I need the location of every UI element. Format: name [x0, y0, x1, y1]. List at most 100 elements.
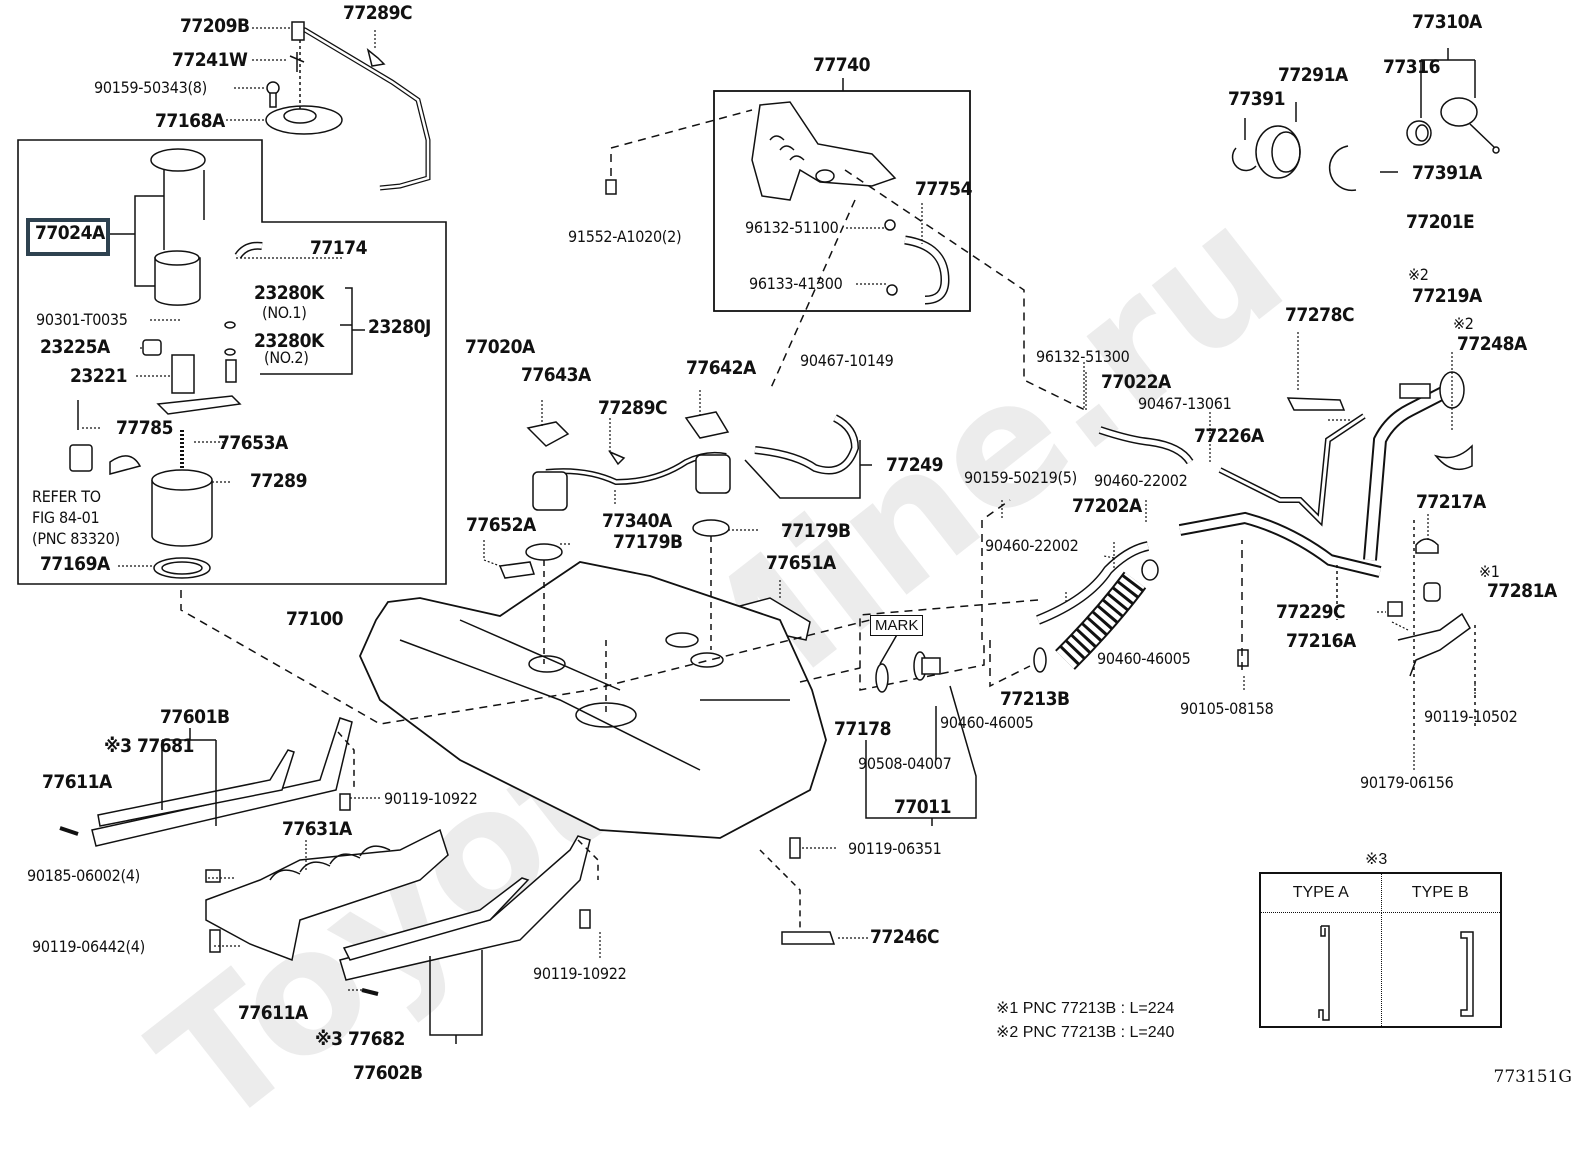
part-77024A[interactable]: 77024A: [35, 222, 105, 244]
part-90467-13061[interactable]: 90467-13061: [1138, 394, 1232, 413]
part-77391[interactable]: 77391: [1228, 88, 1285, 110]
pipe-77011: [913, 651, 941, 681]
part-90119-10922-upper[interactable]: 90119-10922: [384, 789, 478, 808]
part-77310A[interactable]: 77310A: [1412, 11, 1482, 33]
refer-text-line1: REFER TO: [32, 487, 101, 506]
part-96132-51100[interactable]: 96132-51100: [745, 218, 839, 237]
parts-drawing: [17, 21, 1500, 1044]
part-90179-06156[interactable]: 90179-06156: [1360, 773, 1454, 792]
part-23221[interactable]: 23221: [70, 365, 127, 387]
protector-77248A: [1399, 383, 1473, 471]
part-23225A[interactable]: 23225A: [40, 336, 110, 358]
part-77213B[interactable]: 77213B: [1000, 688, 1070, 710]
part-23280J[interactable]: 23280J: [368, 316, 431, 338]
part-90105-08158[interactable]: 90105-08158: [1180, 699, 1274, 718]
part-77740[interactable]: 77740: [813, 54, 870, 76]
part-77229C[interactable]: 77229C: [1276, 601, 1346, 623]
part-77289C-mid[interactable]: 77289C: [598, 397, 668, 419]
part-77754[interactable]: 77754: [915, 178, 972, 200]
part-77602B[interactable]: 77602B: [353, 1062, 423, 1084]
clamp-90460-46005: [1033, 559, 1159, 673]
part-77020A[interactable]: 77020A: [465, 336, 535, 358]
part-77179B-right[interactable]: 77179B: [781, 520, 851, 542]
part-90119-10502[interactable]: 90119-10502: [1424, 707, 1518, 726]
part-77643A[interactable]: 77643A: [521, 364, 591, 386]
part-77631A[interactable]: 77631A: [282, 818, 352, 840]
part-77291A[interactable]: 77291A: [1278, 64, 1348, 86]
part-77217A[interactable]: 77217A: [1416, 491, 1486, 513]
part-77681[interactable]: ※3 77681: [104, 735, 194, 757]
part-77278C[interactable]: 77278C: [1285, 304, 1355, 326]
part-90119-06351[interactable]: 90119-06351: [848, 839, 942, 858]
part-77281A[interactable]: 77281A: [1487, 580, 1557, 602]
part-91552-A1020[interactable]: 91552-A1020(2): [568, 227, 682, 246]
part-77340A[interactable]: 77340A: [602, 510, 672, 532]
part-77289C-top[interactable]: 77289C: [343, 2, 413, 24]
part-77216A[interactable]: 77216A: [1286, 630, 1356, 652]
refer-text-line2[interactable]: FIG 84-01: [32, 508, 100, 527]
clip-77289C-mid: [607, 450, 626, 466]
type-b-shape-icon: [1460, 931, 1474, 1017]
part-77168A[interactable]: 77168A: [155, 110, 225, 132]
part-77249[interactable]: 77249: [886, 454, 943, 476]
part-77248A[interactable]: 77248A: [1457, 333, 1527, 355]
part-77601B[interactable]: 77601B: [160, 706, 230, 728]
part-77022A[interactable]: 77022A: [1101, 371, 1171, 393]
part-90460-46005-left[interactable]: 90460-46005: [940, 713, 1034, 732]
mark-callout: MARK: [870, 615, 924, 636]
part-90460-22002-lower[interactable]: 90460-22002: [985, 536, 1079, 555]
part-77611A-upper[interactable]: 77611A: [42, 771, 112, 793]
gasket-77316: [1406, 120, 1432, 146]
fuel-pump-77024A: [150, 148, 206, 306]
part-77316[interactable]: 77316: [1383, 56, 1440, 78]
bracket-77246C: [781, 931, 836, 945]
part-77642A[interactable]: 77642A: [686, 357, 756, 379]
part-77201E[interactable]: 77201E: [1406, 211, 1475, 233]
part-77226A[interactable]: 77226A: [1194, 425, 1264, 447]
part-77241W[interactable]: 77241W: [172, 49, 248, 71]
part-77202A[interactable]: 77202A: [1072, 495, 1142, 517]
type-a-header: TYPE A: [1261, 874, 1382, 913]
part-90185-06002[interactable]: 90185-06002(4): [27, 866, 140, 885]
breather-tube-77226A: [1218, 413, 1366, 527]
part-23280K-no1[interactable]: 23280K: [254, 282, 324, 304]
part-77391A[interactable]: 77391A: [1412, 162, 1482, 184]
part-77100[interactable]: 77100: [286, 608, 343, 630]
clip-77229C: [1387, 601, 1403, 617]
part-90467-10149[interactable]: 90467-10149: [800, 351, 894, 370]
part-90460-46005-right[interactable]: 90460-46005: [1097, 649, 1191, 668]
part-96132-51300[interactable]: 96132-51300: [1036, 347, 1130, 366]
part-96133-41300[interactable]: 96133-41300: [749, 274, 843, 293]
part-90508-04007[interactable]: 90508-04007: [858, 754, 952, 773]
part-77219A[interactable]: 77219A: [1412, 285, 1482, 307]
part-90159-50219[interactable]: 90159-50219(5): [964, 468, 1077, 487]
bolt-90119-10922-a: [339, 793, 351, 811]
part-77011[interactable]: 77011: [894, 796, 951, 818]
part-90119-06442[interactable]: 90119-06442(4): [32, 937, 145, 956]
part-23280K-no2[interactable]: 23280K: [254, 330, 324, 352]
part-90119-10922-lower[interactable]: 90119-10922: [533, 964, 627, 983]
part-77174[interactable]: 77174: [310, 237, 367, 259]
part-90301-T0035[interactable]: 90301-T0035: [36, 310, 128, 329]
highlight-77024A: [26, 218, 110, 256]
hose-77022A: [1098, 426, 1194, 465]
part-90460-22002-upper[interactable]: 90460-22002: [1094, 471, 1188, 490]
part-77178[interactable]: 77178: [834, 718, 891, 740]
part-77289[interactable]: 77289: [250, 470, 307, 492]
part-90159-50343[interactable]: 90159-50343(8): [94, 78, 207, 97]
part-77651A[interactable]: 77651A: [766, 552, 836, 574]
note-mark-77219A: ※2: [1408, 265, 1429, 284]
part-77179B-left[interactable]: 77179B: [613, 531, 683, 553]
part-77246C[interactable]: 77246C: [870, 926, 940, 948]
pump-23221: [156, 354, 242, 415]
part-77611A-lower[interactable]: 77611A: [238, 1002, 308, 1024]
part-77169A[interactable]: 77169A: [40, 553, 110, 575]
part-77785[interactable]: 77785: [116, 417, 173, 439]
type-a-shape-icon: [1318, 925, 1330, 1021]
bracket-77642A: [684, 411, 730, 439]
part-77653A[interactable]: 77653A: [218, 432, 288, 454]
seal-77652A: [498, 561, 535, 579]
part-77652A[interactable]: 77652A: [466, 514, 536, 536]
part-77682[interactable]: ※3 77682: [315, 1028, 405, 1050]
part-77209B[interactable]: 77209B: [180, 15, 250, 37]
